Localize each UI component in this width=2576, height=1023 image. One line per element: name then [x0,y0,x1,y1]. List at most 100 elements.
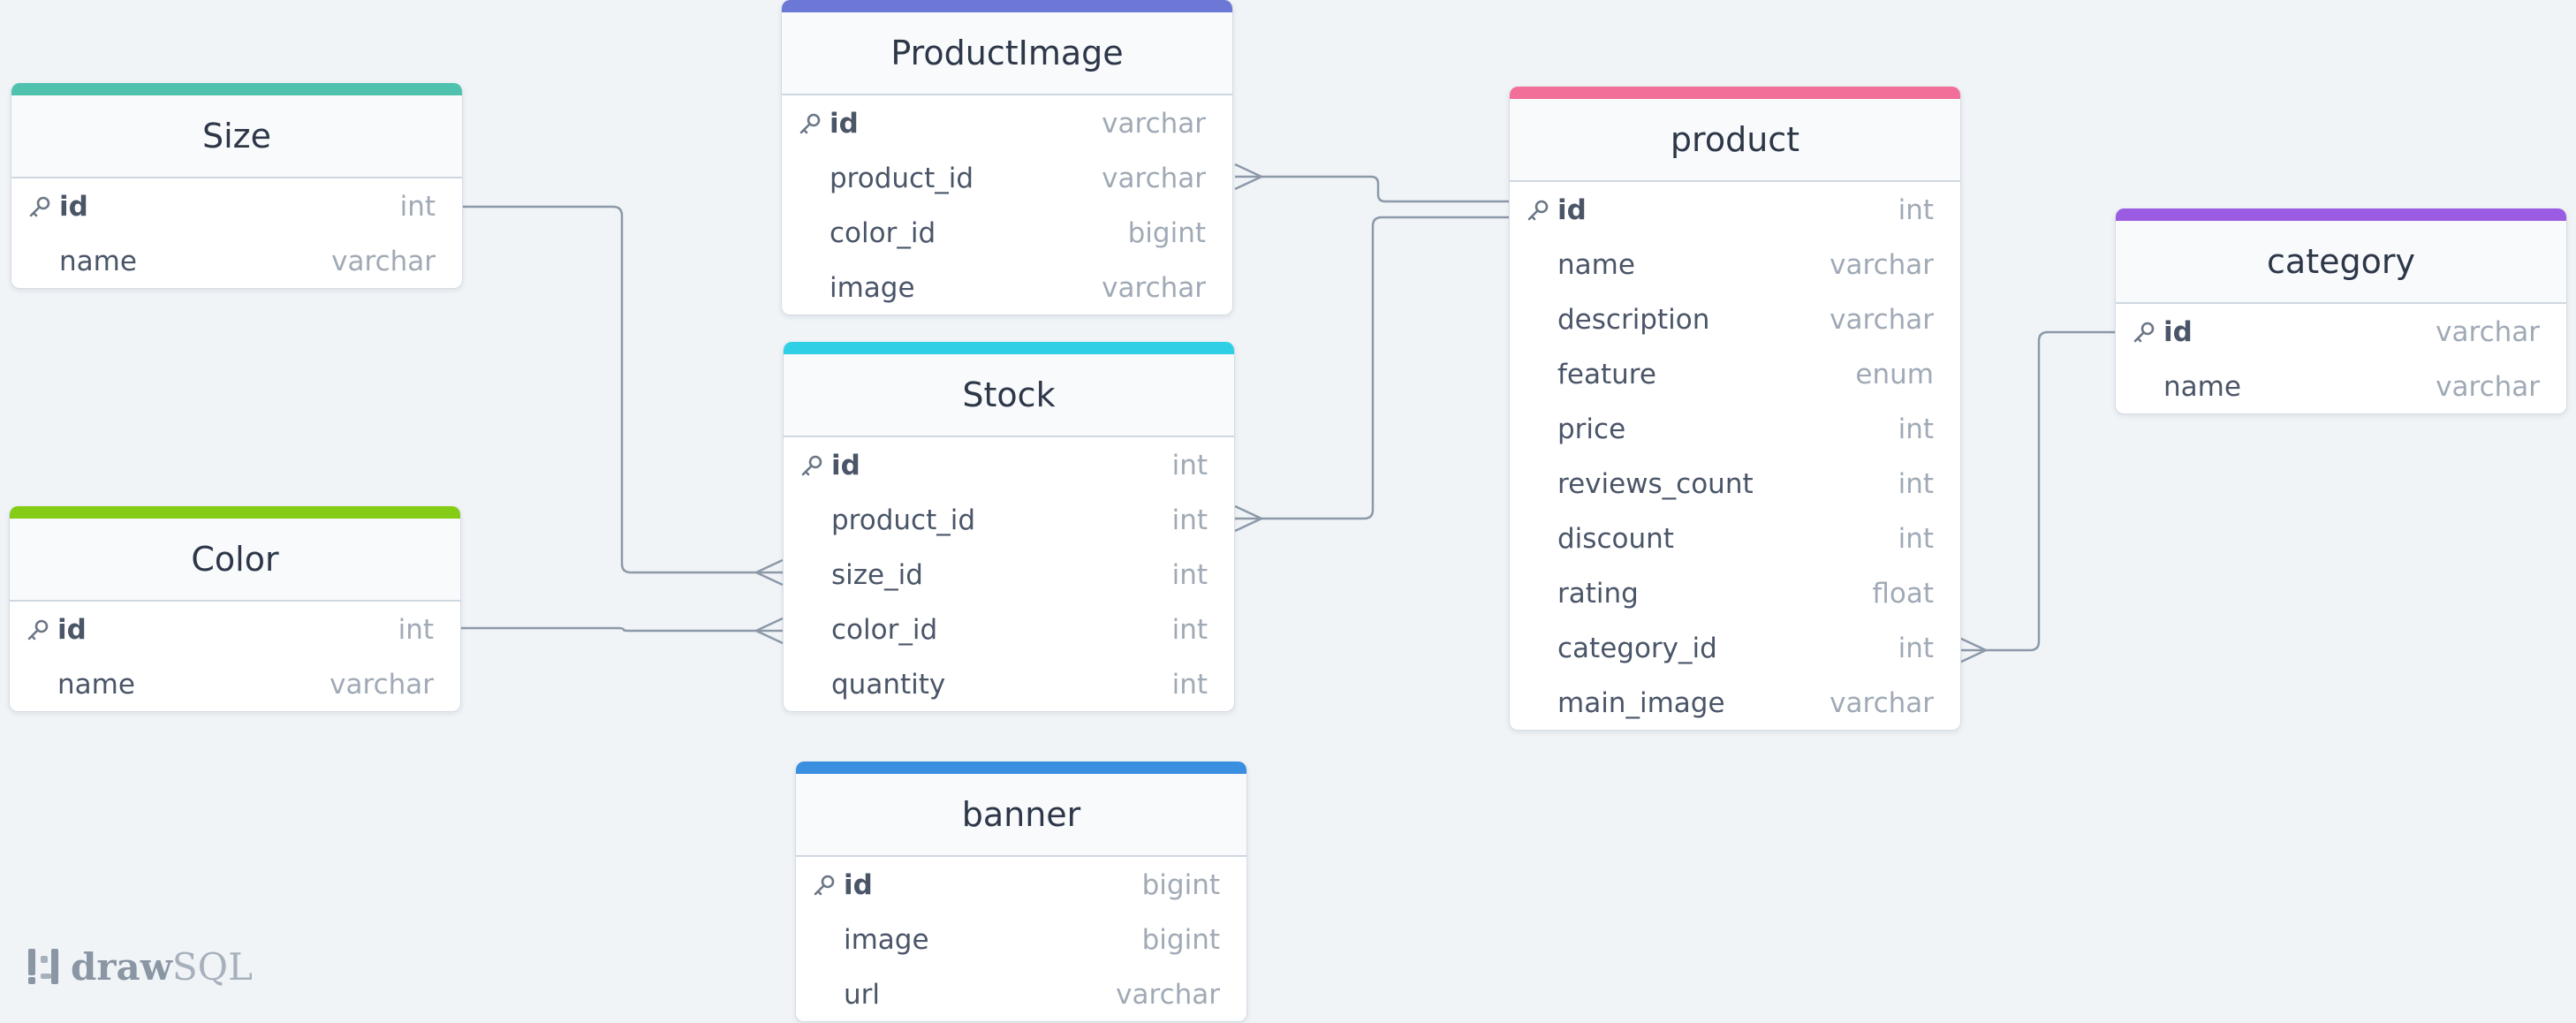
crows-foot-marker [754,558,784,587]
field-type: varchar [1102,108,1206,140]
field-type: int [398,614,434,646]
table-accent-bar [10,506,460,519]
field-type: int [1171,614,1208,646]
field-row[interactable]: category_id int [1510,620,1960,675]
logo-text-draw: draw [71,944,172,989]
field-name: image [830,272,915,304]
field-row-primary-key[interactable]: id int [1510,182,1960,237]
field-type: varchar [1830,687,1934,719]
field-list: id int name varchar description varchar featur… [1510,182,1960,730]
field-type: int [1898,413,1934,445]
field-type: bigint [1141,924,1220,956]
field-type: varchar [1830,304,1934,336]
field-row-primary-key[interactable]: id int [10,602,460,656]
table-product[interactable]: product id int name varchar description varch… [1509,87,1961,731]
field-row[interactable]: image varchar [782,260,1232,314]
table-title: product [1510,99,1960,182]
table-accent-bar [11,83,462,95]
field-type: int [1898,523,1934,555]
relation-productimage-product[interactable] [1235,175,1509,203]
key-icon [29,196,50,217]
field-row[interactable]: name varchar [1510,237,1960,292]
field-type: int [1898,633,1934,664]
field-name: name [59,246,137,277]
field-row[interactable]: quantity int [784,656,1234,711]
relation-stock-color[interactable] [459,626,783,633]
drawsql-logo[interactable]: draw SQL [27,943,253,989]
field-type: varchar [1116,979,1220,1011]
field-name: id [844,869,873,901]
field-type: varchar [331,246,436,277]
field-name: quantity [831,669,946,701]
field-type: varchar [1102,272,1206,304]
field-type: varchar [2436,371,2540,403]
field-name: product_id [830,163,974,194]
table-accent-bar [784,342,1234,354]
crows-foot-marker [1234,504,1264,533]
field-row[interactable]: image bigint [796,912,1246,966]
relation-stock-size[interactable] [463,205,783,574]
table-accent-bar [1510,87,1960,99]
field-name: id [59,191,88,223]
field-type: varchar [1830,249,1934,281]
key-icon [27,619,49,640]
field-name: name [1557,249,1635,281]
field-type: int [1171,504,1208,536]
field-name: id [57,614,87,646]
table-accent-bar [782,0,1232,12]
field-name: rating [1557,578,1639,610]
table-title: banner [796,774,1246,857]
field-type: int [399,191,436,223]
field-type: int [1898,194,1934,226]
field-type: int [1171,669,1208,701]
field-type: bigint [1127,217,1206,249]
field-row-primary-key[interactable]: id int [11,178,462,233]
relation-product-category[interactable] [1959,330,2115,652]
field-row[interactable]: color_id int [784,602,1234,656]
field-name: color_id [831,614,938,646]
field-type: enum [1855,359,1934,390]
field-name: id [831,450,860,481]
field-name: name [57,669,135,701]
key-icon [814,875,835,896]
crows-foot-marker [1959,636,1989,664]
field-type: int [1171,559,1208,591]
key-icon [2133,322,2155,343]
field-row[interactable]: name varchar [11,233,462,288]
field-name: id [2163,316,2193,348]
field-name: id [1557,194,1587,226]
field-name: reviews_count [1557,468,1754,500]
field-name: description [1557,304,1710,336]
crows-foot-marker [1234,163,1264,191]
field-name: category_id [1557,633,1717,664]
field-row[interactable]: description varchar [1510,292,1960,346]
relation-stock-product[interactable] [1235,216,1509,520]
field-name: image [844,924,929,956]
